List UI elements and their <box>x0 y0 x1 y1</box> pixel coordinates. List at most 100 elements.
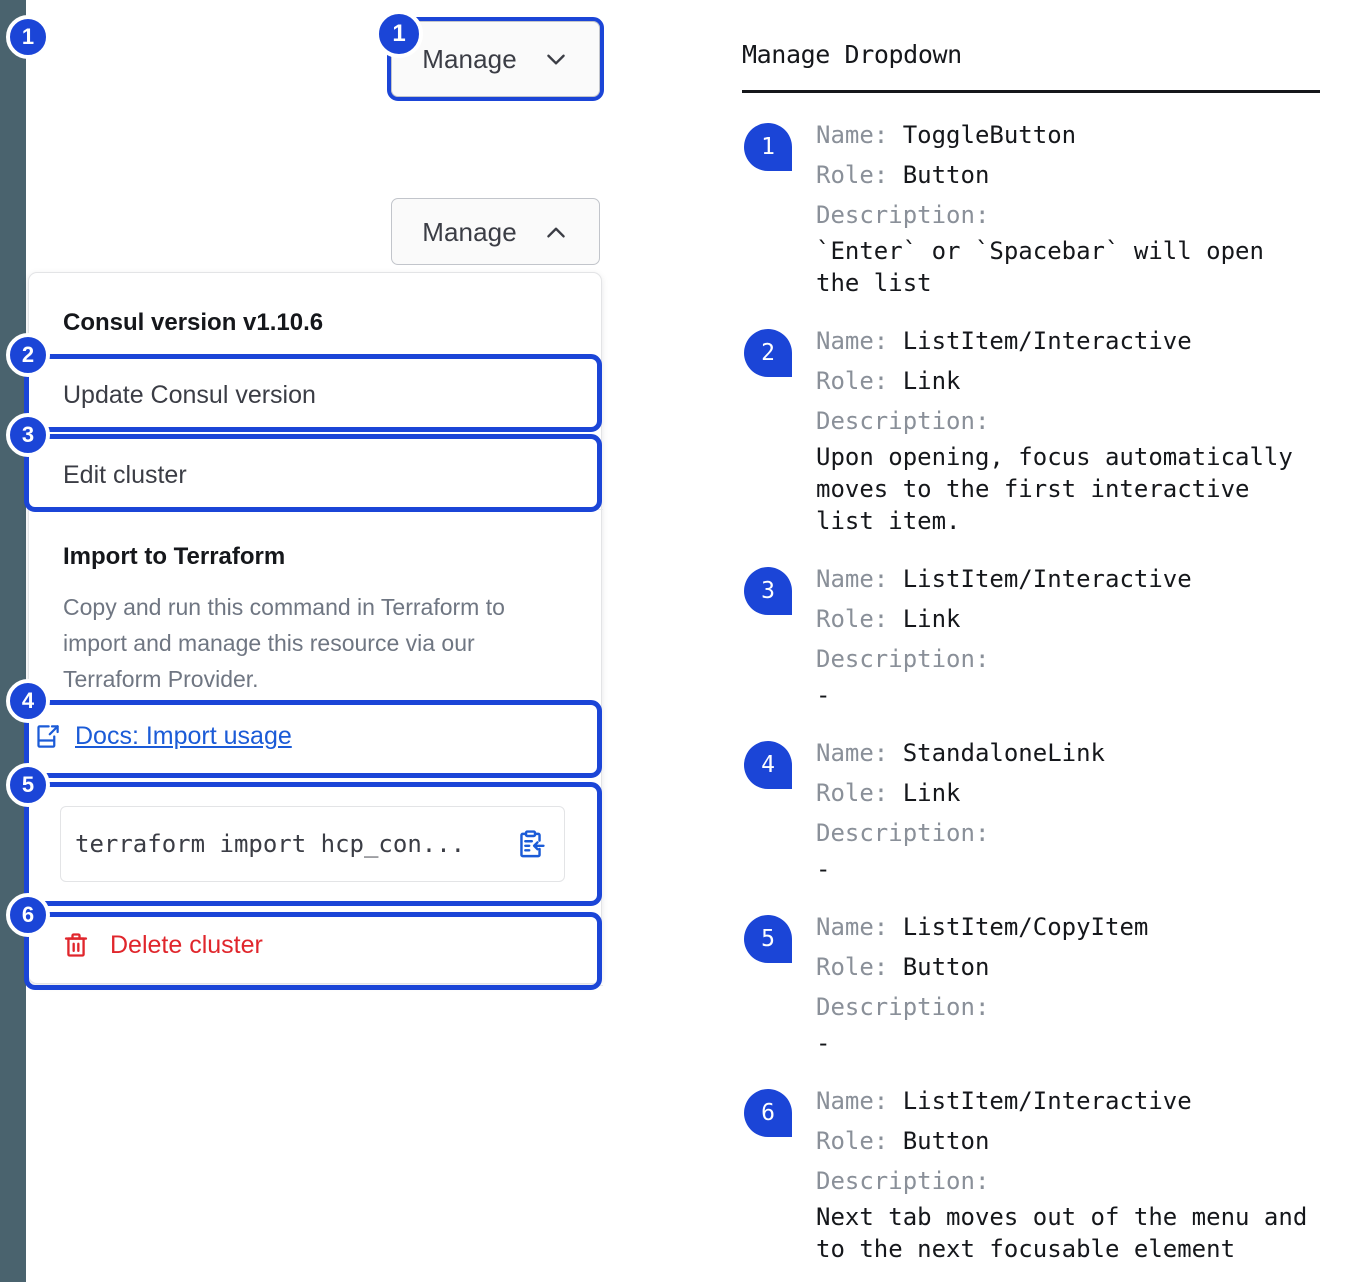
marker-badge-1-toggle: 1 <box>375 10 423 58</box>
annotation-role-label: Role: <box>816 367 903 395</box>
annotation-description-label-text: Description: <box>816 201 990 229</box>
annotation-role: Role: Button <box>816 155 1320 195</box>
annotation-role-label: Role: <box>816 779 903 807</box>
marker-badge-5: 5 <box>6 763 50 807</box>
annotation-name-label: Name: <box>816 1087 903 1115</box>
annotation-description-label: Description: <box>816 813 1320 853</box>
docs-link-label: Docs: Import usage <box>75 722 292 750</box>
annotation-role: Role: Button <box>816 947 1320 987</box>
annotation-role-value: Button <box>902 1127 990 1155</box>
panel-title: Manage Dropdown <box>742 40 962 69</box>
annotation-description-value: - <box>816 681 831 709</box>
annotation-name-label: Name: <box>816 913 903 941</box>
trash-icon <box>62 930 90 960</box>
annotation-name-label: Name: <box>816 327 903 355</box>
annotation-name-label: Name: <box>816 739 903 767</box>
marker-badge-1: 1 <box>6 15 50 59</box>
annotation-pin-2: 2 <box>744 329 792 377</box>
annotation-name: Name: StandaloneLink <box>816 733 1320 773</box>
annotation-description-value: Next tab moves out of the menu and to th… <box>816 1203 1308 1263</box>
annotation-description-value: - <box>816 855 831 883</box>
manage-dropdown-toggle-open[interactable]: Manage <box>391 198 600 265</box>
manage-dropdown-toggle-closed[interactable]: Manage <box>387 17 604 101</box>
annotation-name: Name: ListItem/Interactive <box>816 1081 1320 1121</box>
annotation-role: Role: Button <box>816 1121 1320 1161</box>
annotation-name-label: Name: <box>816 565 903 593</box>
annotation-role-value: Button <box>902 953 990 981</box>
annotation-pin-1: 1 <box>744 123 792 171</box>
annotation-description-label-text: Description: <box>816 407 990 435</box>
annotation-name-value: ToggleButton <box>902 121 1077 149</box>
annotation-name-label: Name: <box>816 121 903 149</box>
annotation-description-label-text: Description: <box>816 993 990 1021</box>
annotation-description-value: - <box>816 1029 831 1057</box>
docs-import-usage-link[interactable]: Docs: Import usage <box>34 722 292 751</box>
terraform-command-copy-field[interactable]: terraform import hcp_con... <box>60 806 565 882</box>
annotation-role-value: Button <box>902 161 990 189</box>
annotation-name-value: StandaloneLink <box>902 739 1105 767</box>
annotation-description-label: Description: <box>816 639 1320 679</box>
menu-divider-bottom <box>29 985 603 986</box>
menu-item-delete-cluster[interactable]: Delete cluster <box>62 930 263 960</box>
annotation-pin-6: 6 <box>744 1089 792 1137</box>
annotation-role-value: Link <box>902 367 961 395</box>
annotation-name-value: ListItem/Interactive <box>902 327 1192 355</box>
annotation-description-value: `Enter` or `Spacebar` will open the list <box>816 237 1264 297</box>
delete-cluster-label: Delete cluster <box>110 930 263 959</box>
annotation-name: Name: ToggleButton <box>816 115 1320 155</box>
marker-badge-4: 4 <box>6 679 50 723</box>
annotation-role-value: Link <box>902 605 961 633</box>
annotation-pin-3: 3 <box>744 567 792 615</box>
menu-item-update-consul-version[interactable]: Update Consul version <box>63 381 316 409</box>
annotation-description-label: Description: <box>816 987 1320 1027</box>
annotation-role-label: Role: <box>816 953 903 981</box>
terraform-command-text: terraform import hcp_con... <box>75 830 466 858</box>
annotation-description-label: Description: <box>816 401 1320 441</box>
annotation-name-value: ListItem/CopyItem <box>902 913 1149 941</box>
annotation-pin-4: 4 <box>744 741 792 789</box>
annotation-role: Role: Link <box>816 361 1320 401</box>
consul-version-heading: Consul version v1.10.6 <box>63 309 324 336</box>
chevron-up-icon <box>543 219 569 245</box>
annotation-description-label: Description: <box>816 1161 1320 1201</box>
annotation-name-value: ListItem/Interactive <box>902 565 1192 593</box>
annotation-description-label: Description: <box>816 195 1320 235</box>
annotation-pin-5: 5 <box>744 915 792 963</box>
annotation-role-label: Role: <box>816 605 903 633</box>
clipboard-copy-icon[interactable] <box>515 829 546 860</box>
annotation-name-value: ListItem/Interactive <box>902 1087 1192 1115</box>
annotation-role-label: Role: <box>816 1127 903 1155</box>
menu-item-edit-cluster[interactable]: Edit cluster <box>63 461 187 489</box>
marker-badge-2: 2 <box>6 333 50 377</box>
annotation-role-label: Role: <box>816 161 903 189</box>
annotation-role-value: Link <box>902 779 961 807</box>
marker-badge-6: 6 <box>6 893 50 937</box>
chevron-down-icon <box>543 46 569 72</box>
panel-divider <box>742 90 1320 93</box>
annotation-description-label-text: Description: <box>816 1167 990 1195</box>
marker-badge-3: 3 <box>6 413 50 457</box>
annotation-role: Role: Link <box>816 599 1320 639</box>
annotation-role: Role: Link <box>816 773 1320 813</box>
import-to-terraform-description: Copy and run this command in Terraform t… <box>63 594 505 692</box>
annotation-description-value: Upon opening, focus automatically moves … <box>816 443 1293 535</box>
annotation-description-label-text: Description: <box>816 819 990 847</box>
app-left-rail <box>0 0 26 1282</box>
annotation-name: Name: ListItem/Interactive <box>816 321 1320 361</box>
annotation-description-label-text: Description: <box>816 645 990 673</box>
annotation-name: Name: ListItem/CopyItem <box>816 907 1320 947</box>
manage-button-label-open: Manage <box>422 216 517 247</box>
docs-external-link-icon <box>34 723 61 750</box>
manage-button-label: Manage <box>422 44 517 74</box>
annotation-name: Name: ListItem/Interactive <box>816 559 1320 599</box>
menu-divider <box>29 509 603 510</box>
